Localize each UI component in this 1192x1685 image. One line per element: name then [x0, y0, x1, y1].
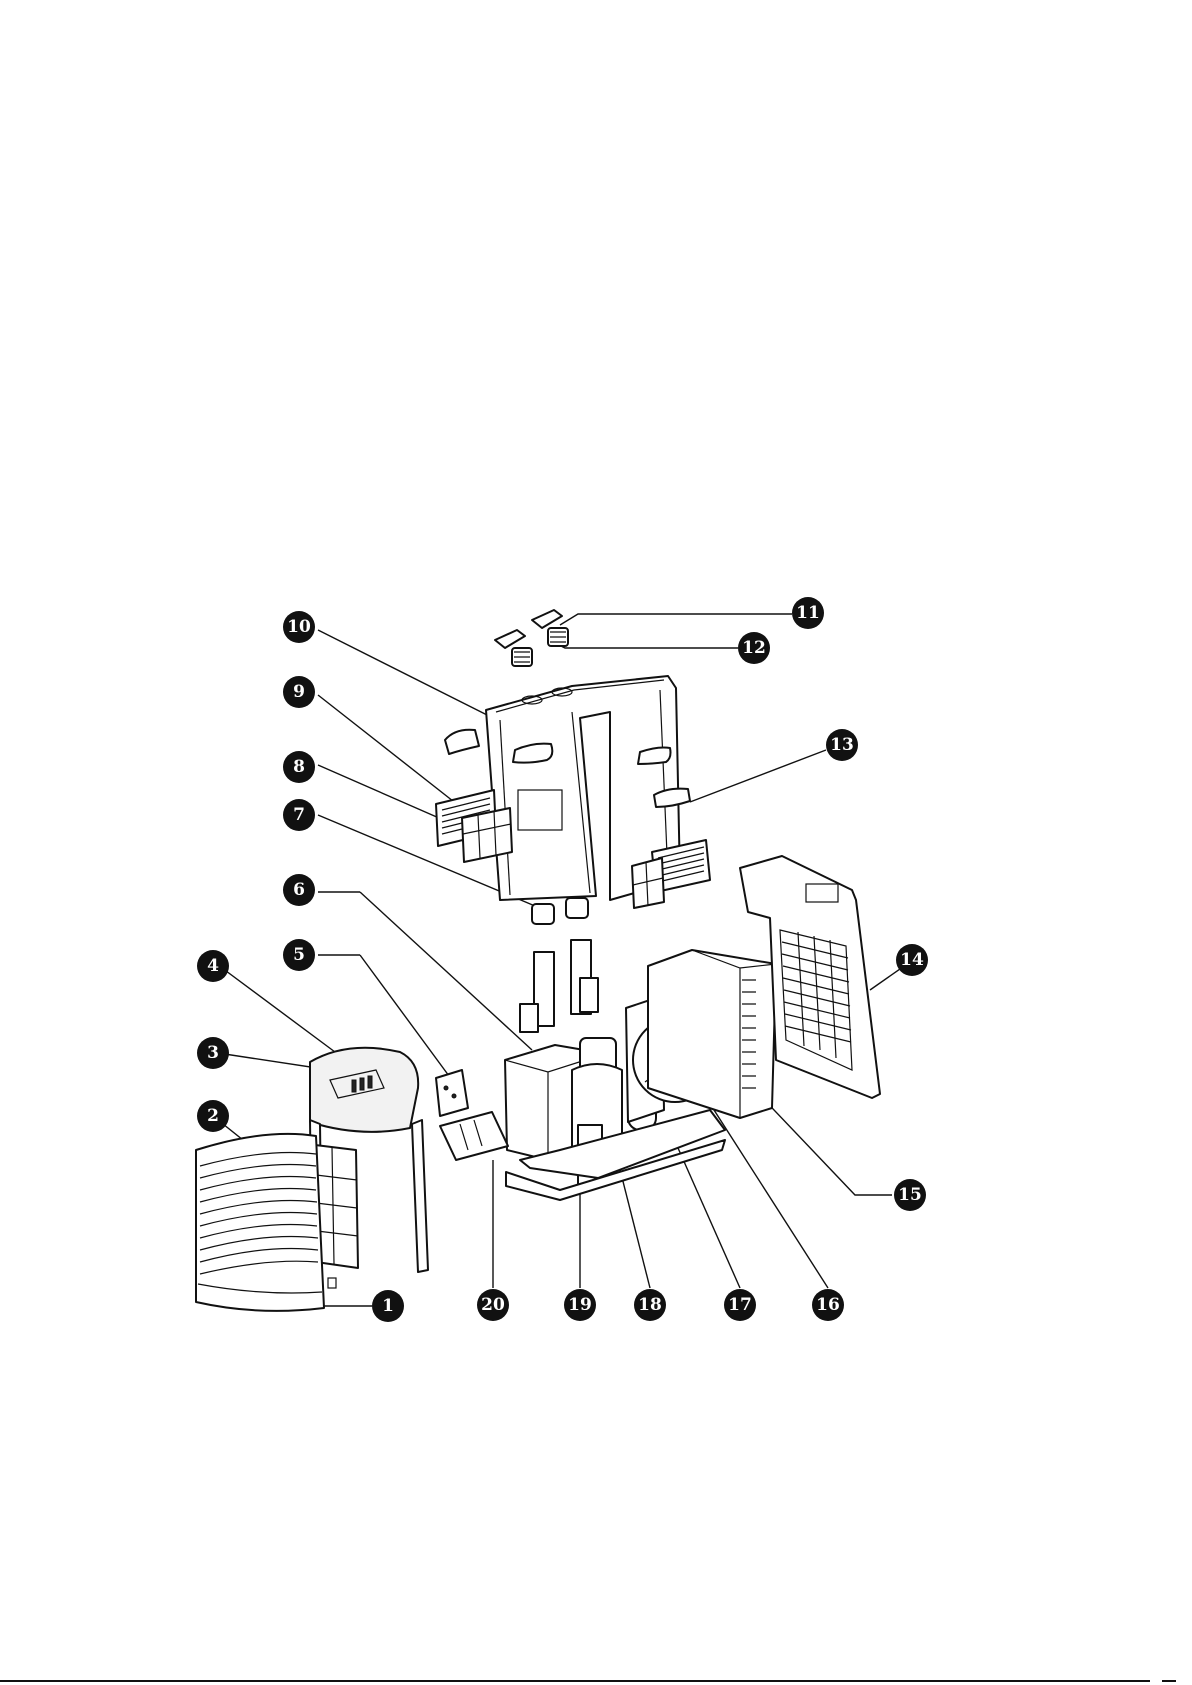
svg-text:15: 15 — [898, 1185, 922, 1205]
callout-10: 10 — [283, 611, 315, 643]
footer-rule-short — [1162, 1680, 1176, 1682]
callout-7: 7 — [283, 799, 315, 831]
callout-12: 12 — [738, 632, 770, 664]
svg-text:1: 1 — [382, 1296, 394, 1316]
callout-16: 16 — [812, 1289, 844, 1321]
svg-text:18: 18 — [638, 1295, 662, 1315]
svg-text:8: 8 — [293, 757, 305, 777]
svg-text:12: 12 — [742, 638, 766, 658]
callout-20: 20 — [477, 1289, 509, 1321]
svg-text:14: 14 — [900, 950, 924, 970]
svg-text:16: 16 — [816, 1295, 840, 1315]
callout-18: 18 — [634, 1289, 666, 1321]
connectors-drawing — [532, 898, 588, 924]
svg-text:17: 17 — [728, 1295, 752, 1315]
callout-5: 5 — [283, 939, 315, 971]
svg-text:9: 9 — [293, 682, 305, 702]
callout-13: 13 — [826, 729, 858, 761]
condenser-drawing — [648, 950, 776, 1118]
svg-text:11: 11 — [796, 603, 820, 623]
callout-17: 17 — [724, 1289, 756, 1321]
callout-6: 6 — [283, 874, 315, 906]
svg-text:7: 7 — [293, 805, 305, 825]
callout-9: 9 — [283, 676, 315, 708]
callout-19: 19 — [564, 1289, 596, 1321]
callout-4: 4 — [197, 950, 229, 982]
callout-11: 11 — [792, 597, 824, 629]
svg-text:20: 20 — [481, 1295, 505, 1315]
callout-2: 2 — [197, 1100, 229, 1132]
svg-text:13: 13 — [830, 735, 854, 755]
svg-text:3: 3 — [207, 1043, 219, 1063]
callout-14: 14 — [896, 944, 928, 976]
callout-8: 8 — [283, 751, 315, 783]
svg-text:6: 6 — [293, 880, 305, 900]
footer-rule — [0, 1680, 1150, 1682]
callout-3: 3 — [197, 1037, 229, 1069]
callout-15: 15 — [894, 1179, 926, 1211]
front-grille-drawing — [196, 1134, 336, 1311]
svg-text:10: 10 — [287, 617, 311, 637]
svg-text:4: 4 — [207, 956, 219, 976]
svg-text:19: 19 — [568, 1295, 592, 1315]
svg-text:2: 2 — [207, 1106, 219, 1126]
hose-fittings-drawing — [495, 610, 568, 666]
electrical-box-drawing — [436, 1070, 508, 1160]
callout-1: 1 — [372, 1290, 404, 1322]
svg-text:5: 5 — [293, 945, 305, 965]
